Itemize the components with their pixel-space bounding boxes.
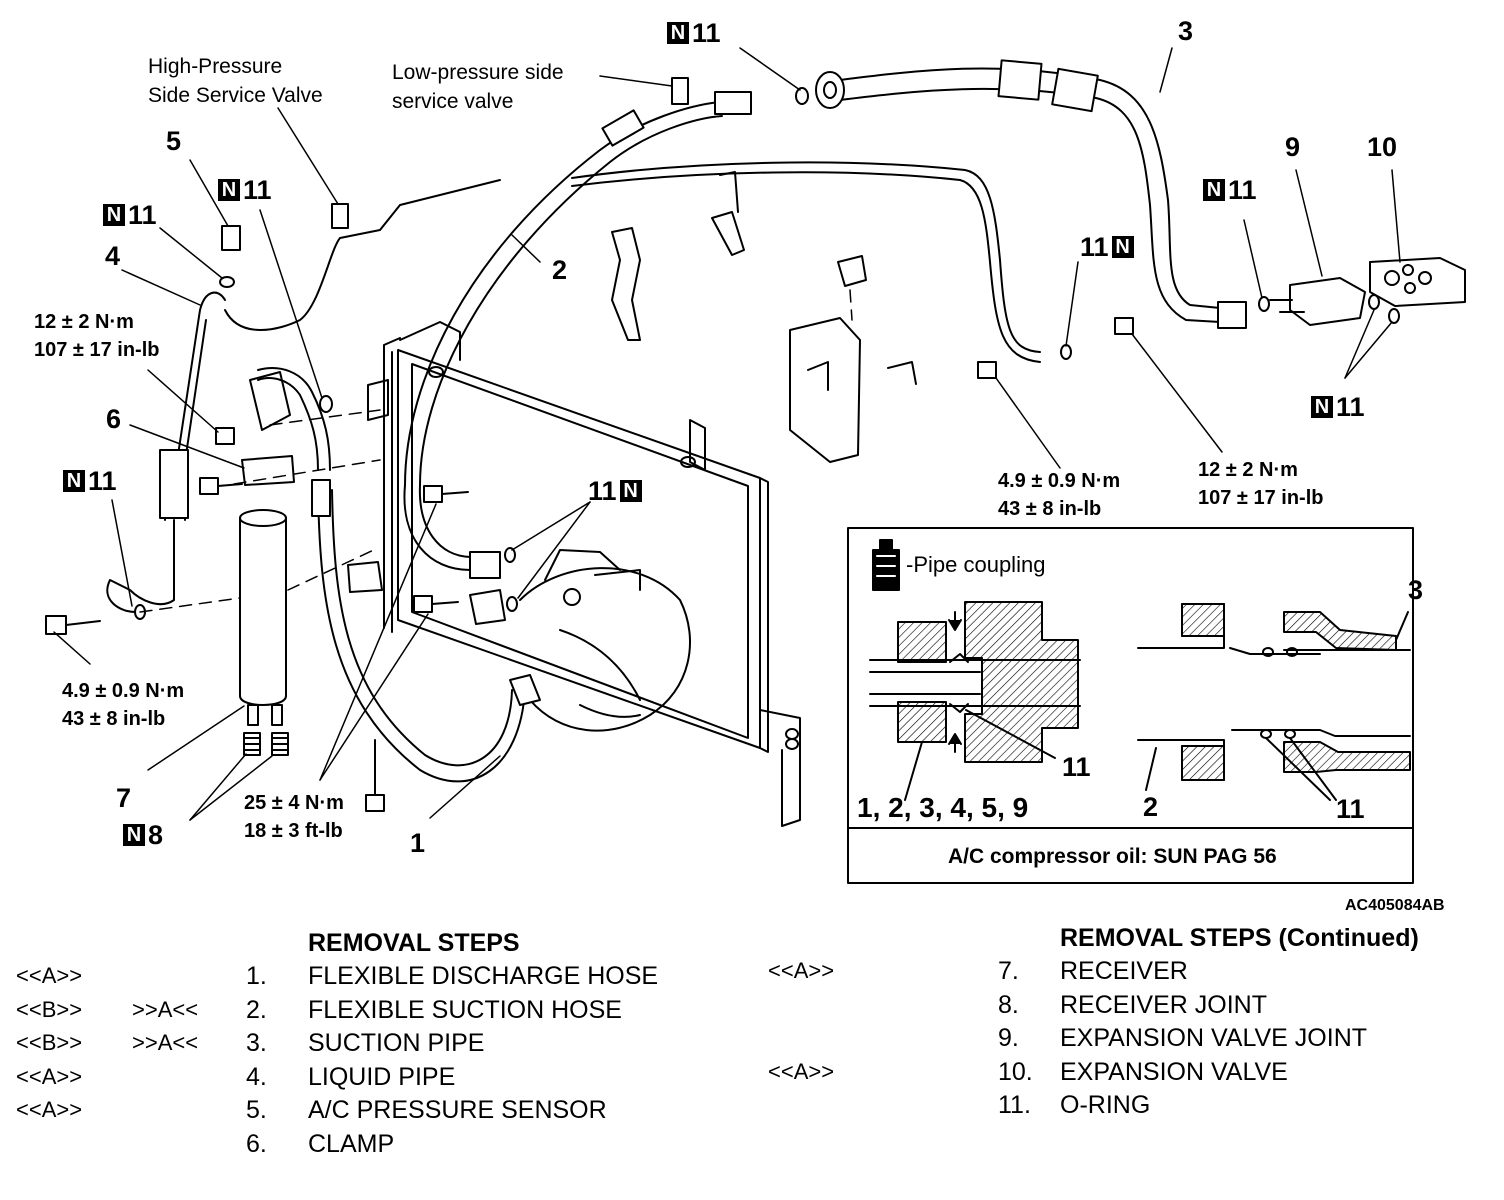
label-part-1: 1 [410, 828, 426, 858]
step-text: LIQUID PIPE [308, 1062, 456, 1091]
label-part-10: 10 [1367, 132, 1398, 162]
torque-spec-liquid-pipe: 12 ± 2 N·m 107 ± 17 in-lb [34, 311, 160, 361]
expansion-valve-joint [1269, 277, 1366, 326]
step-ref-removal: <<A>> [16, 1097, 83, 1122]
inset-pipe-coupling [847, 527, 1414, 884]
o-rings [134, 87, 1400, 620]
step-text: FLEXIBLE DISCHARGE HOSE [308, 962, 659, 990]
new-part-badge: N [218, 179, 240, 201]
step-number: 4. [246, 1062, 267, 1091]
removal-steps-continued-title: REMOVAL STEPS (Continued) [1060, 924, 1419, 952]
step-number: 8. [998, 990, 1019, 1019]
inset-label-2: 2 [1143, 792, 1159, 822]
condenser [383, 321, 801, 827]
step-text: EXPANSION VALVE [1060, 1057, 1288, 1086]
step-ref-removal: <<B>> [16, 996, 83, 1022]
bolts [45, 77, 1134, 812]
new-part-badge: N [1311, 396, 1333, 418]
step-text: EXPANSION VALVE JOINT [1060, 1024, 1368, 1052]
step-number: 11. [998, 1091, 1031, 1119]
step-ref-removal: <<A>> [768, 1058, 835, 1084]
label-part-3: 3 [1178, 16, 1194, 46]
label-part-6: 6 [106, 404, 122, 434]
step-text: RECEIVER [1060, 957, 1188, 985]
receiver [239, 509, 287, 726]
removal-steps-title: REMOVAL STEPS [308, 929, 520, 957]
new-part-badge: N [103, 204, 125, 226]
step-ref-removal: <<A>> [16, 963, 83, 988]
compressor [519, 549, 691, 732]
step-number: 1. [246, 962, 267, 990]
step-ref-removal: <<A>> [16, 1063, 83, 1089]
label-part-9: 9 [1285, 132, 1301, 162]
step-number: 6. [246, 1129, 267, 1158]
expansion-valve [1369, 257, 1466, 307]
receiver-joints [243, 732, 289, 756]
flexible-discharge-hose [257, 367, 541, 783]
flexible-suction-hose [403, 91, 752, 579]
inset-label-11-left: 11 [1062, 752, 1091, 782]
suction-pipe [815, 59, 1247, 329]
torque-spec-suction-pipe: 12 ± 2 N·m 107 ± 17 in-lb [1198, 459, 1324, 509]
step-ref-removal: <<B>> [16, 1030, 83, 1055]
step-number: 7. [998, 957, 1019, 985]
step-text: SUCTION PIPE [308, 1029, 485, 1057]
step-text: RECEIVER JOINT [1060, 990, 1267, 1019]
pipe-coupling-label: -Pipe coupling [906, 552, 1046, 577]
torque-spec-compressor-bolts: 25 ± 4 N·m 18 ± 3 ft-lb [244, 792, 344, 842]
step-number: 5. [246, 1096, 267, 1124]
liquid-pipes [106, 161, 1041, 613]
high-pressure-valve-callout: High-Pressure Side Service Valve [148, 55, 323, 108]
step-text: FLEXIBLE SUCTION HOSE [308, 995, 622, 1024]
inset-label-3: 3 [1408, 575, 1424, 605]
new-part-badge: N [667, 22, 689, 44]
oil-bottle-icon [872, 539, 900, 591]
step-number: 2. [246, 995, 267, 1024]
torque-spec-receiver-bolt: 4.9 ± 0.9 N·m 43 ± 8 in-lb [62, 680, 185, 730]
step-text: CLAMP [308, 1129, 395, 1158]
step-number: 10. [998, 1057, 1033, 1086]
step-text: O-RING [1060, 1091, 1151, 1119]
new-part-badge: N [1203, 179, 1225, 201]
step-ref-install: >>A<< [132, 1030, 199, 1055]
label-part-2: 2 [552, 255, 568, 285]
new-part-badge: N [1111, 236, 1134, 258]
step-number: 9. [998, 1024, 1019, 1052]
inset-label-11-right: 11 [1336, 794, 1365, 824]
torque-spec-liquid-right: 4.9 ± 0.9 N·m 43 ± 8 in-lb [998, 470, 1121, 520]
new-part-badge: N [123, 824, 145, 846]
new-part-badge: N [619, 480, 642, 502]
step-number: 3. [246, 1029, 267, 1057]
step-text: A/C PRESSURE SENSOR [308, 1096, 607, 1124]
label-part-5: 5 [166, 126, 182, 156]
brackets [241, 171, 917, 625]
new-part-badge: N [63, 470, 85, 492]
label-part-7: 7 [116, 783, 132, 813]
low-pressure-valve-callout: Low-pressure side service valve [392, 61, 564, 114]
inset-parts-list: 1, 2, 3, 4, 5, 9 [857, 792, 1029, 823]
oil-note: A/C compressor oil: SUN PAG 56 [948, 845, 1277, 868]
leader-lines [53, 47, 1401, 821]
step-ref-removal: <<A>> [768, 958, 835, 983]
step-ref-install: >>A<< [132, 996, 199, 1022]
figure-code: AC405084AB [1345, 897, 1445, 914]
label-part-4: 4 [105, 241, 121, 271]
